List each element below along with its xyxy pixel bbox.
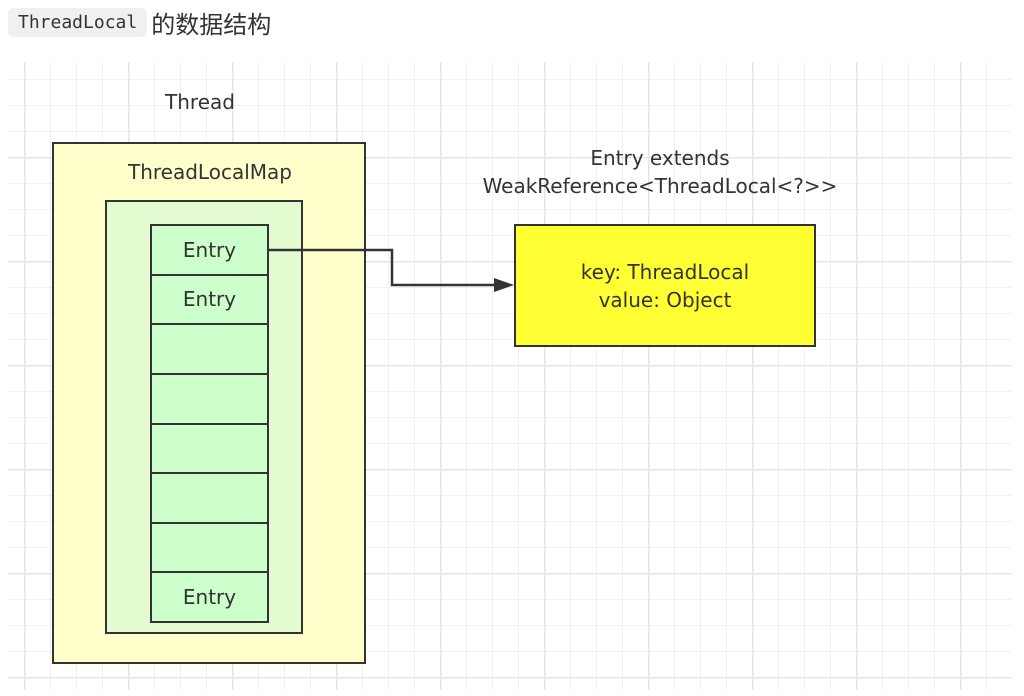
- entry-slot: [152, 375, 267, 425]
- entry-class-box: key: ThreadLocal value: Object: [514, 224, 816, 347]
- entry-key-field: key: ThreadLocal: [580, 259, 750, 284]
- connector-line: [269, 248, 495, 287]
- heading-text: 的数据结构: [151, 10, 272, 39]
- entry-slot: Entry: [182, 585, 237, 610]
- entry-slot: [152, 325, 267, 375]
- entry-slot: Entry: [152, 276, 267, 326]
- entry-slot: Entry: [152, 226, 267, 276]
- entry-slot: [152, 425, 267, 475]
- entry-class-title-line2: WeakReference<ThreadLocal<?>>: [482, 174, 838, 198]
- threadlocalmap-label: ThreadLocalMap: [128, 160, 292, 184]
- entry-slot: [152, 474, 267, 524]
- thread-label: Thread: [165, 90, 235, 114]
- entry-slot: [152, 524, 267, 574]
- entry-class-title-line1: Entry extends: [590, 146, 730, 170]
- inline-code-threadlocal: ThreadLocal: [8, 7, 148, 37]
- entry-table: Entry Entry Entry: [150, 224, 269, 623]
- entry-value-field: value: Object: [598, 287, 732, 312]
- page-heading: ThreadLocal 的数据结构: [8, 3, 271, 41]
- arrowhead-icon: [494, 278, 514, 292]
